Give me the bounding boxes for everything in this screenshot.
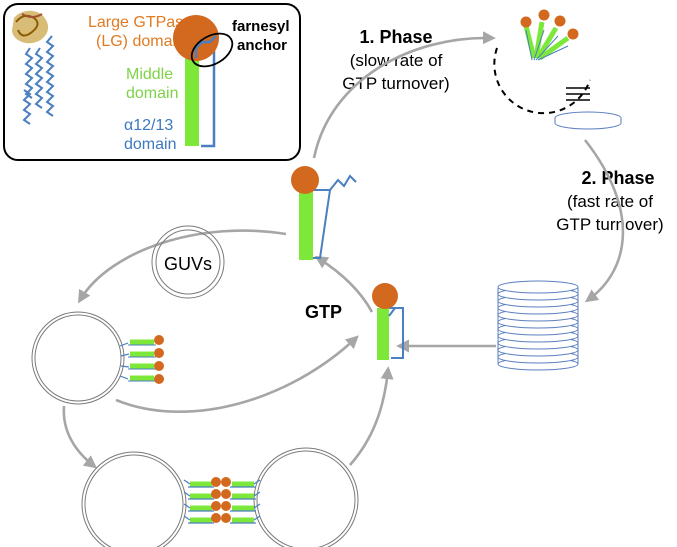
disc-stack [497, 280, 579, 371]
farnesyl-highlight-ellipse [190, 32, 234, 68]
gbp-gtp-bound [372, 283, 404, 360]
equivalence-icon [566, 87, 590, 101]
arrow-phase1 [312, 31, 496, 159]
arrow-guv-to-gtp [115, 335, 359, 413]
guv-with-gbp [31, 311, 164, 405]
farnesyl-label-2: anchor [237, 37, 287, 54]
protein-structure-image [12, 10, 55, 125]
alpha-domain-label-1: α12/13 [124, 117, 173, 134]
guvs-label: GUVs [164, 254, 212, 274]
phase1-line1: (slow rate of [350, 51, 443, 70]
arrow-gtp-to-monomer [314, 255, 374, 313]
phase1-line2: GTP turnover) [342, 74, 449, 93]
phase1-title: 1. Phase [359, 27, 432, 47]
tethered-guvs [81, 447, 359, 547]
lg-domain-label-2: (LG) domain [96, 33, 185, 50]
lg-domain-label-1: Large GTPase [88, 14, 192, 31]
inset-gbp-schematic [173, 15, 234, 148]
dashed-micelle-arc [493, 47, 591, 115]
phase1-oligomer [493, 9, 622, 130]
farnesyl-label-1: farnesyl [232, 18, 290, 35]
cycle-arrows [62, 31, 625, 469]
phase2-line1: (fast rate of [567, 192, 653, 211]
phase2-line2: GTP turnover) [556, 215, 663, 234]
phase2-title: 2. Phase [581, 168, 654, 188]
arrow-tether-to-gtp [349, 366, 394, 466]
middle-domain-label-2: domain [126, 85, 178, 102]
gtp-label: GTP [305, 302, 342, 322]
gbp-monomer-active [291, 166, 357, 260]
domain-inset: Large GTPase (LG) domain Middle domain α… [3, 3, 301, 161]
guv-legend: GUVs [151, 225, 225, 299]
middle-domain-label-1: Middle [126, 66, 173, 83]
arrow-guv-to-tether [62, 405, 98, 469]
inset-frame [3, 3, 301, 161]
alpha-domain-label-2: domain [124, 136, 176, 153]
arrow-phase2 [583, 139, 625, 303]
